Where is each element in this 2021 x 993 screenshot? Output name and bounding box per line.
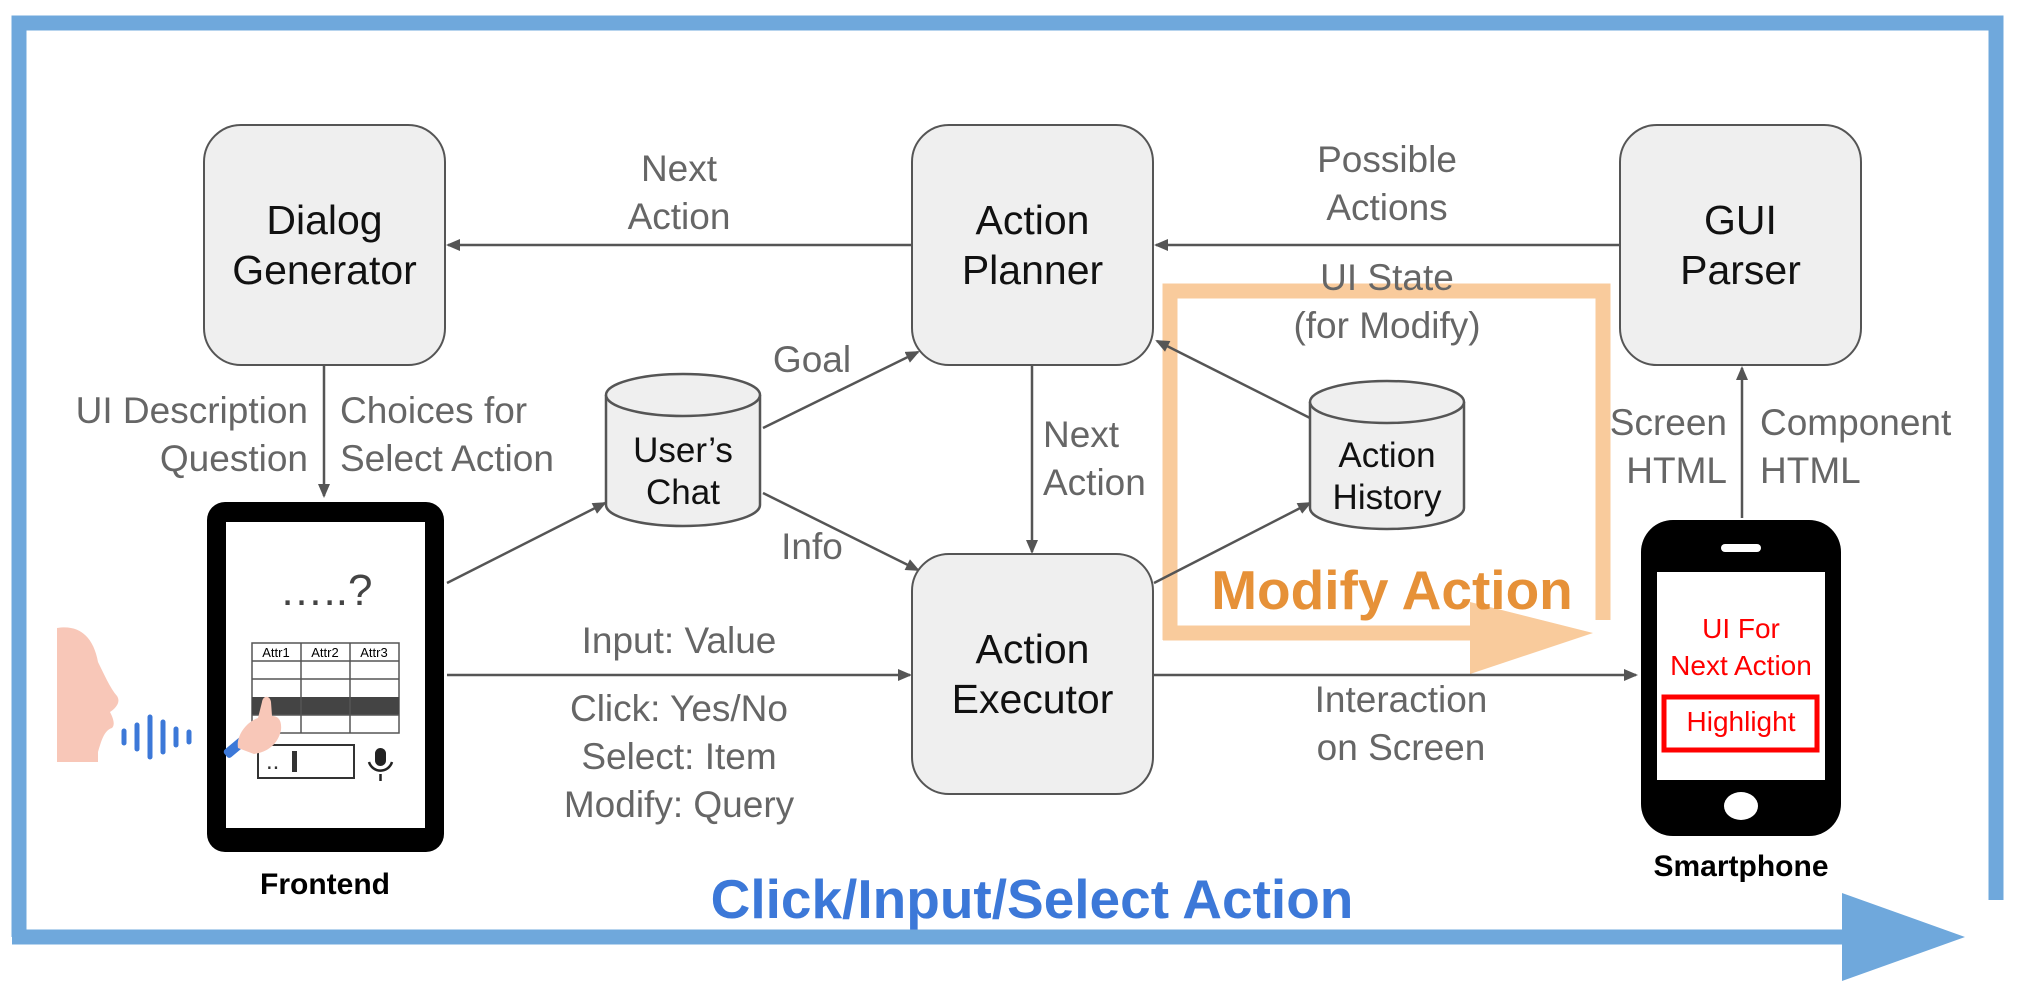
- frontend-column-attr2: Attr2: [311, 645, 339, 660]
- arrow-frontend-to-chat: [446, 501, 607, 585]
- frontend-input-text: ..: [266, 748, 280, 775]
- next-action-top-label: Next Action: [627, 148, 731, 237]
- users-chat-cylinder: [604, 372, 762, 528]
- goal-label: Goal: [772, 339, 852, 380]
- smartphone-device: [1641, 520, 1841, 836]
- frontend-column-attr1: Attr1: [262, 645, 290, 660]
- possible-actions-label: Possible Actions: [1317, 139, 1457, 228]
- frontend-input-box: [257, 744, 355, 779]
- users-chat-label: User’s Chat: [633, 431, 733, 512]
- choices-label: Choices for Select Action: [340, 390, 554, 479]
- frontend-column-attr3: Attr3: [360, 645, 388, 660]
- screen-html-label: Screen HTML: [1609, 402, 1727, 491]
- action-executor-box: Action Executor: [911, 553, 1154, 795]
- arrow-chat-to-planner: [762, 350, 920, 430]
- gui-parser-box: GUI Parser: [1619, 124, 1862, 366]
- click-input-select-arrowhead: [1842, 893, 1965, 981]
- commands-label: Click: Yes/No Select: Item Modify: Query: [563, 688, 795, 825]
- click-input-select-title: Click/Input/Select Action: [710, 868, 1354, 930]
- action-planner-box: Action Planner: [911, 124, 1154, 366]
- next-action-mid-label: Next Action: [1043, 414, 1146, 503]
- component-html-label: Component HTML: [1760, 402, 1952, 491]
- arrow-executor-to-history: [1153, 501, 1312, 585]
- action-history-cylinder: [1308, 379, 1466, 531]
- interaction-label: Interaction on Screen: [1314, 679, 1488, 768]
- action-history-label: Action History: [1332, 436, 1442, 517]
- dialog-generator-box: Dialog Generator: [203, 124, 446, 366]
- pointing-hand-icon: [223, 696, 282, 758]
- frontend-label: Frontend: [260, 868, 390, 901]
- arrow-chat-to-executor: [762, 491, 920, 572]
- modify-action-title: Modify Action: [1211, 559, 1573, 621]
- smartphone-label: Smartphone: [1653, 850, 1829, 883]
- speaking-user-icon: [57, 627, 119, 762]
- phone-screen-text: UI For Next Action: [1670, 613, 1812, 681]
- microphone-icon: [367, 748, 394, 781]
- highlight-box: [1661, 694, 1820, 753]
- arrow-history-to-planner: [1155, 339, 1311, 420]
- ui-state-label: UI State (for Modify): [1293, 257, 1481, 346]
- voice-wave-icon: [121, 714, 192, 760]
- modify-action-loop: [1162, 283, 1611, 640]
- info-label: Info: [781, 526, 843, 567]
- click-input-select-loop: [11, 15, 2004, 937]
- modify-action-arrowhead: [1470, 602, 1593, 674]
- input-value-label: Input: Value: [581, 620, 777, 661]
- phone-highlight-text: Highlight: [1686, 706, 1796, 737]
- frontend-prompt: …..?: [279, 566, 373, 615]
- ui-description-label: UI Description Question: [75, 390, 308, 479]
